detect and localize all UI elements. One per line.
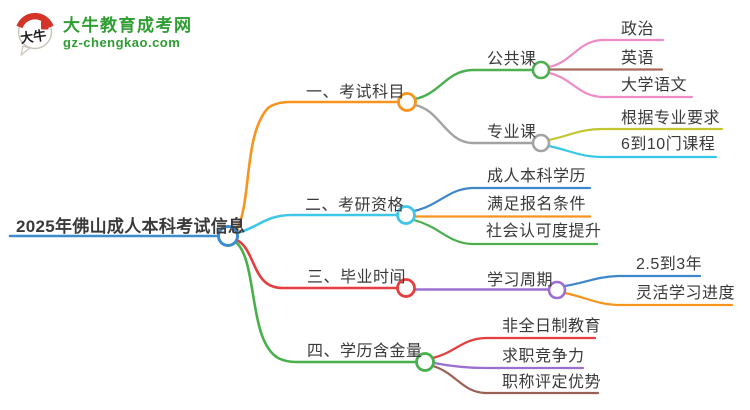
- leaf-line-college-chinese: [547, 71, 694, 99]
- node-study-cycle-label[interactable]: 学习周期: [487, 272, 554, 289]
- site-name: 大牛教育成考网: [63, 16, 193, 36]
- branch-postgrad-eligibility-label[interactable]: 二、考研资格: [305, 197, 405, 214]
- leaf-social-recognition-label[interactable]: 社会认可度提升: [486, 223, 602, 240]
- leaf-line-politics: [547, 38, 665, 69]
- public-courses-handle[interactable]: [531, 60, 551, 80]
- leaf-job-competitiveness-label[interactable]: 求职竞争力: [502, 348, 585, 365]
- leaf-line-per-major-requirements: [547, 127, 724, 142]
- leaf-line-title-evaluation: [431, 364, 600, 395]
- node-major-courses-label[interactable]: 专业课: [487, 124, 537, 141]
- leaf-college-chinese-label[interactable]: 大学语文: [621, 77, 688, 94]
- major-courses-handle[interactable]: [531, 133, 551, 153]
- exam-subjects-handle[interactable]: [397, 92, 417, 112]
- node-public-courses-label[interactable]: 公共课: [487, 51, 537, 68]
- degree-value-handle[interactable]: [415, 352, 435, 372]
- subbranch-line-major-courses: [413, 103, 535, 145]
- leaf-politics-label[interactable]: 政治: [621, 21, 655, 38]
- study-cycle-handle[interactable]: [547, 280, 567, 300]
- leaf-flexible-pace-label[interactable]: 灵活学习进度: [636, 285, 736, 302]
- leaf-line-6-10-courses: [547, 144, 718, 159]
- graduation-time-handle[interactable]: [396, 278, 416, 298]
- postgrad-eligibility-handle[interactable]: [396, 205, 416, 225]
- logo-characters: 大牛: [19, 27, 47, 45]
- leaf-adult-bachelor-degree-label[interactable]: 成人本科学历: [487, 168, 587, 185]
- leaf-line-2-5-to-3-years: [563, 274, 702, 288]
- leaf-line-job-competitiveness: [432, 361, 585, 370]
- branch-degree-value-label[interactable]: 四、学历含金量: [307, 343, 423, 360]
- branch-line-degree-value: [234, 240, 418, 364]
- leaf-line-part-time-education: [431, 336, 597, 360]
- site-logo[interactable]: 大牛 大牛教育成考网 gz-chengkao.com: [14, 12, 193, 56]
- leaf-per-major-requirements-label[interactable]: 根据专业要求: [621, 110, 721, 127]
- branch-exam-subjects-label[interactable]: 一、考试科目: [306, 84, 406, 101]
- branch-graduation-time-label[interactable]: 三、毕业时间: [307, 269, 407, 286]
- daniu-bull-icon: 大牛: [16, 12, 54, 56]
- leaf-english-label[interactable]: 英语: [621, 50, 655, 67]
- leaf-title-evaluation-label[interactable]: 职称评定优势: [502, 374, 602, 391]
- leaf-2-5-to-3-years-label[interactable]: 2.5到3年: [636, 256, 703, 273]
- seal-stamp: [41, 21, 49, 30]
- root-node-handle[interactable]: [217, 225, 239, 247]
- leaf-part-time-education-label[interactable]: 非全日制教育: [502, 318, 602, 335]
- leaf-line-flexible-pace: [563, 291, 734, 307]
- branch-line-postgrad-eligibility: [235, 213, 399, 235]
- branch-line-graduation-time: [235, 238, 399, 290]
- site-domain: gz-chengkao.com: [63, 34, 181, 50]
- branch-line-exam-subjects: [234, 100, 400, 233]
- leaf-line-adult-bachelor-degree: [412, 186, 592, 213]
- leaf-6-10-courses-label[interactable]: 6到10门课程: [621, 136, 716, 153]
- leaf-line-social-recognition: [412, 218, 599, 246]
- subbranch-line-public-courses: [413, 68, 535, 101]
- leaf-meets-registration-label[interactable]: 满足报名条件: [487, 196, 587, 213]
- root-node-label[interactable]: 2025年佛山成人本科考试信息: [16, 217, 246, 236]
